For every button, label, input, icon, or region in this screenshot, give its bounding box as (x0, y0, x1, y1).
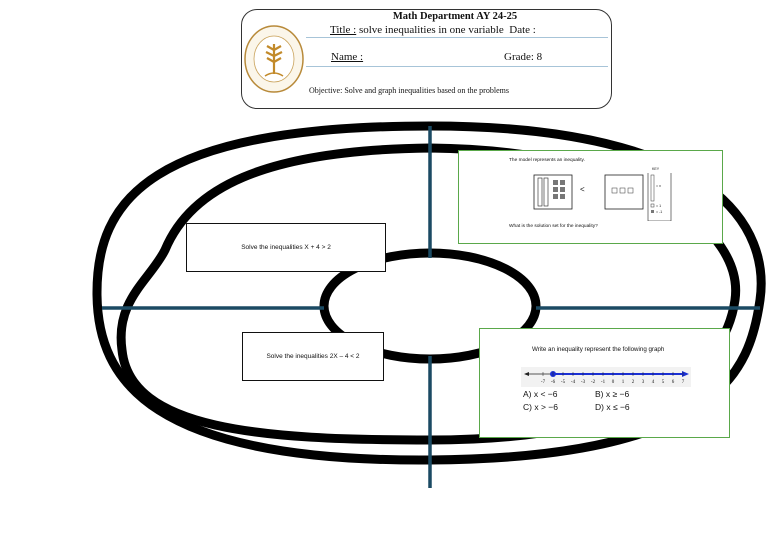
question-box-1: Solve the inequalities X + 4 > 2 (186, 223, 386, 272)
q3-key-title: KEY (652, 167, 660, 171)
option-a: A) x < −6 (523, 389, 558, 399)
number-line-label: -3 (581, 380, 586, 385)
number-line-label: 3 (642, 380, 645, 385)
q3-key-one: = 1 (656, 204, 662, 208)
q3-less-than: < (580, 185, 585, 194)
number-line-label: 0 (612, 380, 615, 385)
option-d: D) x ≤ −6 (595, 402, 630, 412)
number-line-label: 4 (652, 380, 655, 385)
question-2-text: Solve the inequalities 2X – 4 < 2 (266, 353, 360, 360)
title-underline (306, 37, 608, 38)
algebra-tiles-model (533, 173, 672, 221)
q3-key-neg-one: = -1 (656, 210, 663, 214)
title-line: Title : solve inequalities in one variab… (330, 24, 536, 36)
number-line-graph: -7 -6 -5 -4 -3 -2 -1 0 1 2 3 4 5 6 7 (521, 367, 691, 387)
name-label: Name : (331, 51, 364, 63)
q3-question: What is the solution set for the inequal… (509, 224, 598, 229)
number-line-label: -5 (561, 380, 566, 385)
number-line-label: -7 (541, 380, 546, 385)
date-label: Date : (509, 24, 536, 36)
grade-label: Grade: 8 (504, 51, 543, 63)
option-c: C) x > −6 (523, 402, 558, 412)
question-box-3: The model represents an inequality. < KE… (458, 150, 723, 244)
number-line-label: 7 (682, 380, 685, 385)
number-line-label: -1 (601, 380, 606, 385)
number-line-label: 1 (622, 380, 625, 385)
school-logo-icon (244, 25, 304, 93)
title-value: solve inequalities in one variable (358, 24, 504, 36)
number-line-label: 5 (662, 380, 665, 385)
q3-prompt: The model represents an inequality. (509, 158, 585, 163)
question-box-4: Write an inequality represent the follow… (479, 328, 730, 438)
number-line-label: -6 (551, 380, 556, 385)
question-1-text: Solve the inequalities X + 4 > 2 (241, 244, 331, 251)
number-line-label: 2 (632, 380, 635, 385)
inner-wavy-ring (116, 143, 741, 445)
number-line-label: -2 (591, 380, 596, 385)
objective-text: Objective: Solve and graph inequalities … (309, 86, 509, 95)
option-b: B) x ≥ −6 (595, 389, 630, 399)
title-label: Title : (330, 24, 357, 36)
q3-key-x: = x (656, 184, 661, 188)
q4-prompt: Write an inequality represent the follow… (532, 346, 665, 353)
name-underline (306, 66, 608, 67)
question-box-2: Solve the inequalities 2X – 4 < 2 (242, 332, 384, 381)
department-heading: Math Department AY 24-25 (392, 11, 518, 22)
number-line-label: -4 (571, 380, 576, 385)
number-line-label: 6 (672, 380, 675, 385)
